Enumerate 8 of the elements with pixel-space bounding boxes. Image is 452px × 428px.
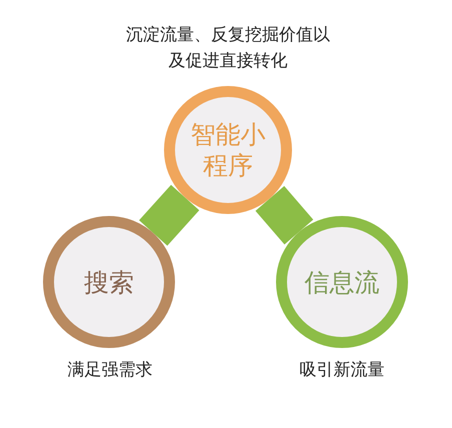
caption-text: 沉淀流量、反复挖掘价值以及促进直接转化 <box>125 24 331 73</box>
connector-band <box>255 186 314 244</box>
circle-label: 信息流 <box>304 266 380 298</box>
caption-text: 吸引新流量 <box>298 359 386 382</box>
circle-label: 搜索 <box>83 266 135 298</box>
connector-band <box>139 184 200 246</box>
caption-text: 满足强需求 <box>66 359 154 382</box>
circle-label: 智能小程序 <box>190 119 266 181</box>
